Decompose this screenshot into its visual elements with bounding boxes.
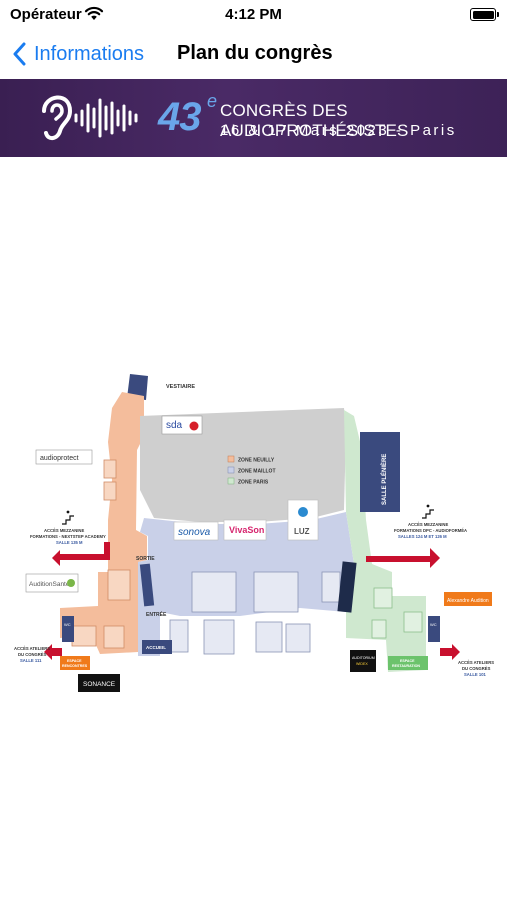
- ateliers-right-arrow: [440, 644, 460, 660]
- svg-text:WC: WC: [64, 622, 71, 627]
- floor-plan[interactable]: VESTIAIRE SALLE PLÉNIÈRE: [0, 160, 507, 900]
- mezzanine-left-arrow: [52, 542, 110, 566]
- accueil-block: [142, 640, 172, 654]
- widex-block: [350, 650, 376, 672]
- neuilly-booths: [71, 459, 131, 649]
- exhibitor-luz[interactable]: LUZ: [287, 499, 319, 541]
- mezz-right-line1: ACCÈS MEZZANINE: [408, 522, 448, 527]
- vestiaire-label: VESTIAIRE: [166, 384, 195, 390]
- carrier-label: Opérateur: [10, 6, 82, 23]
- svg-text:sda: sda: [166, 420, 183, 431]
- svg-text:audioprotect: audioprotect: [40, 455, 79, 462]
- exhibitor-sda[interactable]: sda: [161, 415, 203, 435]
- wifi-icon: [84, 5, 104, 26]
- battery-icon: [470, 8, 499, 21]
- widex-line2: WIDEX: [356, 662, 368, 666]
- status-bar: Opérateur 4:12 PM: [0, 0, 507, 30]
- espace-rencontres-block: [60, 656, 90, 670]
- svg-text:VivaSon: VivaSon: [229, 525, 264, 535]
- wc-right: WC: [428, 616, 440, 642]
- vestiaire-block: [127, 374, 148, 400]
- legend-paris-swatch: [227, 477, 235, 485]
- main-hall: [140, 408, 346, 522]
- exhibitor-sonance[interactable]: SONANCE: [78, 674, 120, 692]
- espace-restauration-line2: RESTAURATION: [392, 664, 420, 668]
- svg-text:SONANCE: SONANCE: [83, 681, 116, 688]
- mezz-left-line2: FORMATIONS - NEXTSTEP ACADEMY: [30, 534, 106, 539]
- legend-maillot-label: ZONE MAILLOT: [238, 469, 276, 475]
- exhibitor-alexandre[interactable]: Alexandre Audition: [444, 592, 492, 606]
- entree-label: ENTRÉE: [146, 610, 167, 618]
- salle-pleniere-block: [360, 432, 400, 512]
- sortie-label: SORTIE: [136, 556, 155, 562]
- ateliers-left-line3: SALLE 111: [20, 658, 42, 663]
- mezz-right-line2: FORMATIONS DPC - AUDIOFORMÉA: [394, 528, 467, 533]
- page-title: Plan du congrès: [177, 42, 333, 64]
- paris-booths: [371, 587, 423, 639]
- zone-maillot-area: [138, 512, 354, 656]
- exhibitor-sonova[interactable]: sonova: [173, 521, 219, 541]
- maillot-booths: [169, 571, 341, 655]
- soundwave-icon: [74, 98, 138, 138]
- wc-left: WC: [62, 616, 74, 642]
- stairs-right-icon: [422, 504, 434, 519]
- svg-text:WC: WC: [430, 622, 437, 627]
- svg-text:AuditionSanté: AuditionSanté: [29, 581, 70, 588]
- back-button-label: Informations: [34, 42, 145, 65]
- exit-door: [337, 561, 357, 613]
- chevron-left-icon: [13, 42, 26, 66]
- ateliers-left-line1: ACCÈS ATELIERS: [14, 646, 50, 651]
- svg-text:Alexandre Audition: Alexandre Audition: [447, 598, 489, 604]
- navigation-bar: Informations Plan du congrès: [0, 30, 507, 78]
- edition-number: 43: [158, 95, 201, 139]
- event-banner: 43 e Congrès des Audioprothésistes 16 & …: [0, 79, 507, 157]
- espace-restauration-line1: ESPACE: [400, 659, 415, 663]
- svg-text:sonova: sonova: [178, 527, 211, 538]
- edition-superscript: e: [207, 91, 218, 111]
- accueil-label: ACCUEIL: [146, 645, 166, 650]
- ateliers-left-line2: DU CONGRÈS: [18, 652, 47, 657]
- exhibitor-audioprotect[interactable]: audioprotect: [35, 449, 93, 465]
- zone-neuilly-area: [60, 392, 147, 654]
- exhibitor-vivason[interactable]: VivaSon: [223, 519, 267, 541]
- back-button[interactable]: Informations: [12, 39, 144, 69]
- legend-paris-label: ZONE PARIS: [238, 480, 269, 486]
- event-name: Congrès des Audioprothésistes: [220, 101, 409, 140]
- mezzanine-right-arrow: [366, 548, 440, 568]
- clock: 4:12 PM: [225, 6, 282, 23]
- legend-neuilly-label: ZONE NEUILLY: [238, 458, 275, 464]
- espace-rencontres-line2: RENCONTRES: [62, 664, 88, 668]
- entrance-door: [139, 563, 155, 607]
- ear-icon: [42, 95, 73, 140]
- ateliers-right-line3: SALLE 101: [464, 672, 487, 677]
- legend-maillot-swatch: [227, 466, 235, 474]
- ateliers-left-arrow: [44, 644, 62, 660]
- exhibitor-auditionsante[interactable]: AuditionSanté: [25, 573, 79, 593]
- svg-text:LUZ: LUZ: [294, 527, 310, 536]
- mezz-right-line3: SALLES 124 M ET 126 M: [398, 534, 447, 539]
- legend-neuilly-swatch: [227, 455, 235, 463]
- ateliers-right-line1: ACCÈS ATELIERS: [458, 660, 494, 665]
- event-dates: 16 & 17 Mars 2023 - Paris: [220, 122, 457, 139]
- mezz-left-line3: SALLE 135 M: [56, 540, 83, 545]
- mezz-left-line1: ACCÈS MEZZANINE: [44, 528, 84, 533]
- espace-restauration-block: [388, 656, 428, 670]
- salle-pleniere-label: SALLE PLÉNIÈRE: [380, 454, 388, 505]
- espace-rencontres-line1: ESPACE: [67, 659, 82, 663]
- stairs-left-icon: [62, 510, 74, 525]
- widex-line1: AUDITORIUM: [352, 656, 375, 660]
- zone-paris-area: [344, 410, 426, 672]
- ateliers-right-line2: DU CONGRÈS: [462, 666, 491, 671]
